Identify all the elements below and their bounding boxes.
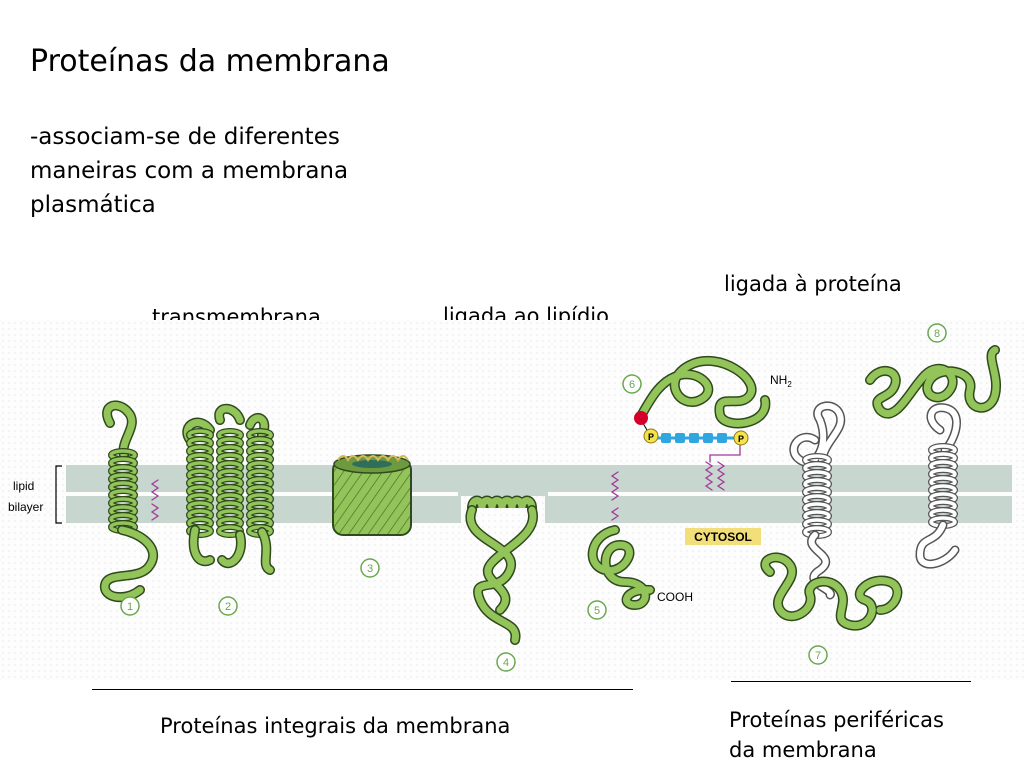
page-title: Proteínas da membrana [30, 44, 390, 79]
marker-circle-4 [496, 652, 516, 672]
membrane-protein-diagram: lipid bilayer COOH C [0, 320, 1024, 680]
marker-number-5: 5 [594, 605, 600, 617]
label-integral: Proteínas integrais da membrana [160, 714, 511, 738]
marker-number-4: 4 [503, 657, 509, 669]
integral-underline [92, 689, 633, 690]
marker-circle-2 [218, 596, 238, 616]
protein-1-single-pass [100, 400, 160, 603]
page-subtitle: -associam-se de diferentes maneiras com … [30, 124, 349, 218]
marker-number-2: 2 [225, 601, 231, 613]
gpi-anchor-dot [634, 411, 648, 425]
protein-5-lipid-anchored [587, 471, 655, 611]
protein-4-amphipathic [465, 495, 538, 645]
protein-2-multipass [182, 403, 275, 575]
marker-circle-8 [927, 323, 947, 343]
nh2-label: NH2 [770, 373, 792, 389]
phosphate-left-icon [643, 428, 659, 444]
marker-circle-3 [360, 558, 380, 578]
marker-circle-5 [587, 600, 607, 620]
cytosol-tag: CYTOSOL [685, 528, 761, 545]
protein-6-gpi-anchored [636, 355, 771, 491]
marker-number-6: 6 [629, 379, 635, 391]
label-protein-linked: ligada à proteína [724, 272, 902, 296]
label-peripheral: Proteínas periféricas da membrana [729, 708, 944, 762]
marker-circle-7 [808, 645, 828, 665]
marker-number-8: 8 [934, 328, 940, 340]
marker-circle-6 [622, 374, 642, 394]
protein-8-peripheral [865, 345, 1002, 569]
bilayer-label-line1: lipid [13, 479, 34, 493]
marker-number-3: 3 [367, 563, 373, 575]
marker-circle-1 [120, 596, 140, 616]
cooh-label: COOH [657, 590, 693, 604]
bilayer-label-line2: bilayer [8, 500, 43, 514]
phosphate-right-icon [733, 430, 749, 446]
svg-text:CYTOSOL: CYTOSOL [694, 530, 752, 544]
protein-number-markers: 1 2 3 4 5 6 7 8 [120, 323, 947, 672]
peripheral-underline [731, 681, 971, 682]
marker-number-7: 7 [815, 650, 821, 662]
protein-3-barrel [332, 454, 412, 536]
phosphate-right-label: P [738, 434, 744, 444]
protein-7-peripheral [760, 401, 903, 631]
phosphate-left-label: P [648, 432, 654, 442]
marker-number-1: 1 [127, 601, 133, 613]
